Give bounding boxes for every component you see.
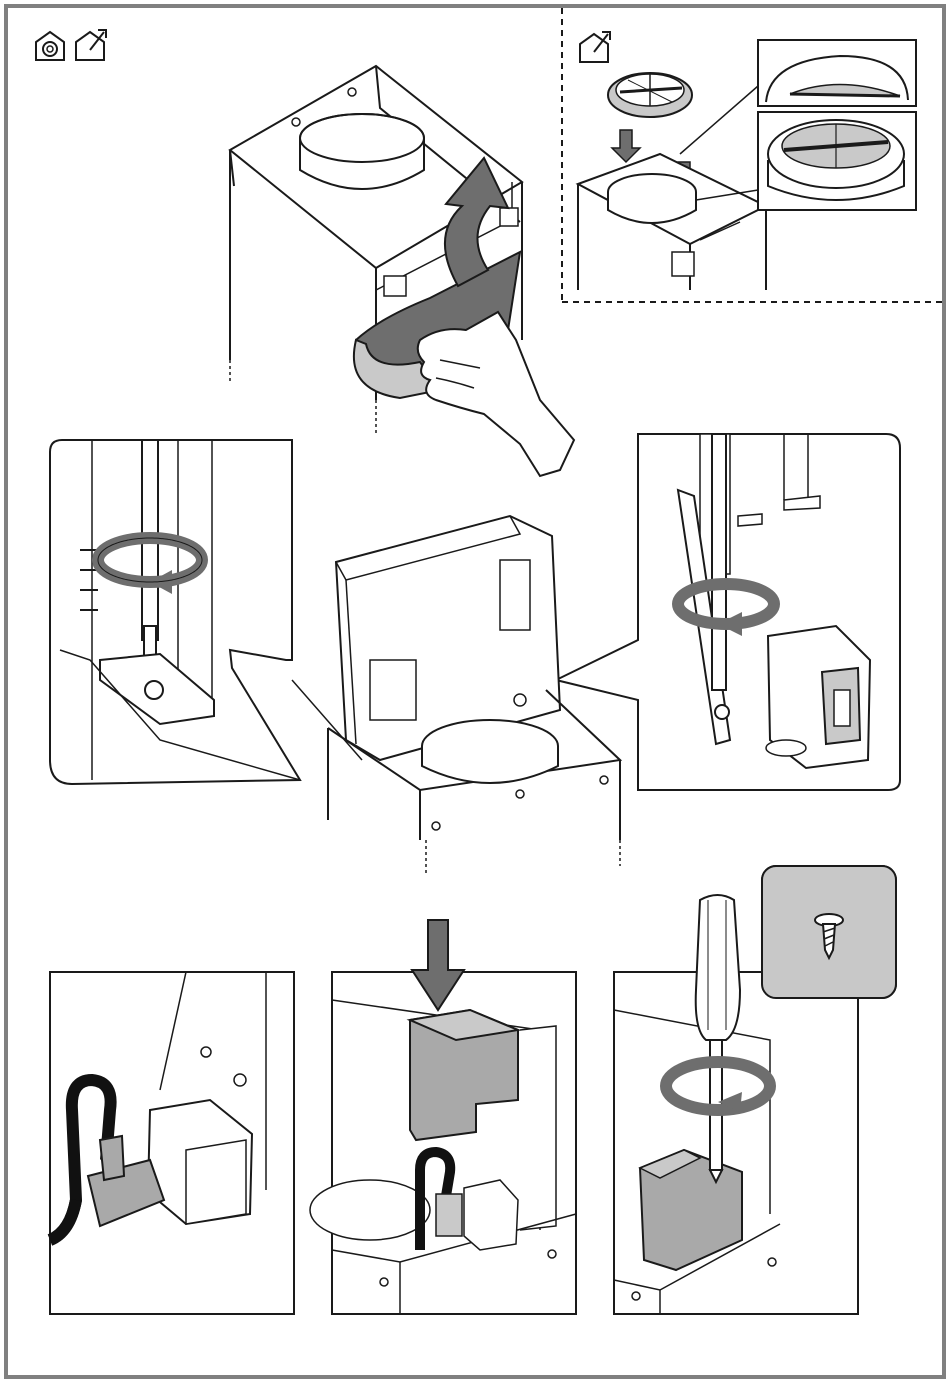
backdraft-valve xyxy=(608,73,692,117)
connect-plug-panel xyxy=(50,972,294,1314)
valve-detail-top xyxy=(758,40,916,106)
screw-cover-panel xyxy=(614,866,896,1314)
recirculation-mode-icon xyxy=(36,32,64,60)
loosen-screw-left-detail xyxy=(50,440,300,784)
loosen-screw-right-detail xyxy=(556,434,900,790)
extraction-mode-icon xyxy=(580,32,610,62)
fit-cover-panel xyxy=(310,920,576,1314)
extraction-inset xyxy=(562,8,944,302)
hood-body-center xyxy=(292,516,620,874)
remove-tape-step xyxy=(230,66,574,476)
hood-top-small xyxy=(578,154,766,290)
valve-detail-bottom xyxy=(758,112,916,210)
extraction-mode-icon xyxy=(76,30,106,60)
